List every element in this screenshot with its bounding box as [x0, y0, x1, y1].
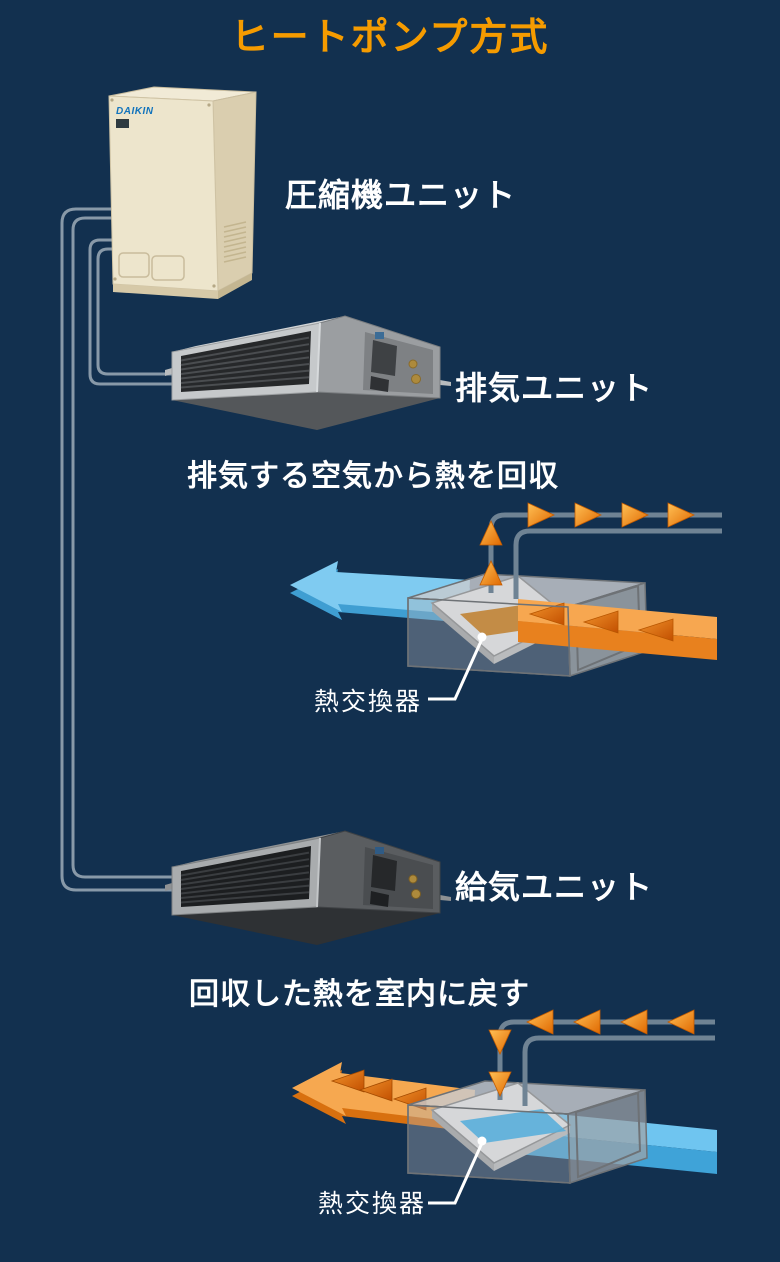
- flow-arrow-left-icon: [667, 1009, 695, 1035]
- service-panels: [118, 252, 185, 281]
- flow-arrow-right-icon: [667, 502, 695, 528]
- flow-arrow-left-icon: [528, 602, 565, 626]
- valve-fitting-2: [411, 889, 421, 899]
- supply-caption: 回収した熱を室内に戻す: [189, 978, 530, 1011]
- exhaust-unit-label: 排気ユニット: [455, 370, 654, 406]
- compressor-cabinet: DAIKIN: [108, 86, 257, 299]
- valve-fitting-1: [408, 874, 418, 884]
- compressor-unit-label: 圧縮機ユニット: [285, 177, 517, 213]
- heat-exchanger-leader-line: [428, 1136, 487, 1205]
- warm-air-out-arrow: [292, 1062, 475, 1132]
- flow-arrow-right-icon: [621, 502, 649, 528]
- spec-label: [116, 119, 129, 128]
- refrigerant-flow-arrows: [479, 502, 695, 586]
- flow-arrow-left-icon: [582, 610, 619, 634]
- pipe-compressor-to-exhaust-1: [88, 238, 176, 386]
- flow-arrow-left-icon: [526, 1009, 554, 1035]
- heat-exchanger-label-supply: 熱交換器: [318, 1190, 427, 1218]
- flow-arrow-left-icon: [620, 1009, 648, 1035]
- refrigerant-flow-arrows: [488, 1009, 695, 1097]
- heat-exchanger-plate: [430, 1082, 572, 1171]
- page-title: ヒートポンプ方式: [230, 17, 550, 59]
- pipe-compressor-to-supply-1: [60, 207, 176, 892]
- valve-fitting-2: [411, 374, 421, 384]
- flow-arrow-left-icon: [637, 618, 674, 642]
- flow-arrow-left-icon: [573, 1009, 601, 1035]
- flow-arrow-down-icon: [488, 1029, 512, 1055]
- flow-arrow-left-icon: [358, 1078, 393, 1102]
- exhaust-duct-body: [165, 315, 451, 430]
- flow-arrow-left-icon: [330, 1069, 365, 1093]
- supply-airflow-diagram: [292, 1009, 717, 1205]
- cool-core: [460, 1109, 566, 1143]
- daikin-logo: DAIKIN: [116, 106, 154, 117]
- supply-unit-image: [165, 830, 451, 945]
- terminal-box: [375, 332, 384, 339]
- supply-duct-body: [165, 830, 451, 945]
- exhaust-airflow-diagram: [290, 502, 722, 701]
- flow-arrow-down-icon: [488, 1071, 512, 1097]
- fan-housing: [371, 855, 397, 891]
- supply-unit-label: 給気ユニット: [455, 869, 654, 905]
- flow-arrow-right-icon: [574, 502, 602, 528]
- flow-arrow-up-icon: [479, 560, 503, 586]
- intake-grille: [181, 331, 311, 392]
- valve-fitting-1: [408, 359, 418, 369]
- compressor-unit-image: DAIKIN: [108, 86, 257, 299]
- pipe-compressor-to-exhaust-2: [96, 247, 176, 376]
- cool-air-out-arrow: [290, 561, 470, 623]
- flow-arrow-right-icon: [527, 502, 555, 528]
- exhaust-unit-image: [165, 315, 451, 430]
- flow-arrow-up-icon: [479, 520, 503, 546]
- grille-fins: [180, 851, 310, 904]
- side-vents: [223, 221, 247, 263]
- fan-housing: [371, 340, 397, 376]
- pipe-compressor-to-supply-2: [71, 216, 176, 879]
- screws: [110, 98, 216, 288]
- terminal-box: [375, 847, 384, 854]
- exhaust-caption: 排気する空気から熱を回収: [187, 460, 559, 493]
- grille-fins: [180, 336, 310, 389]
- heat-exchanger-leader-line: [428, 632, 487, 701]
- intake-grille: [181, 846, 311, 907]
- heat-exchanger-label-exhaust: 熱交換器: [314, 688, 423, 716]
